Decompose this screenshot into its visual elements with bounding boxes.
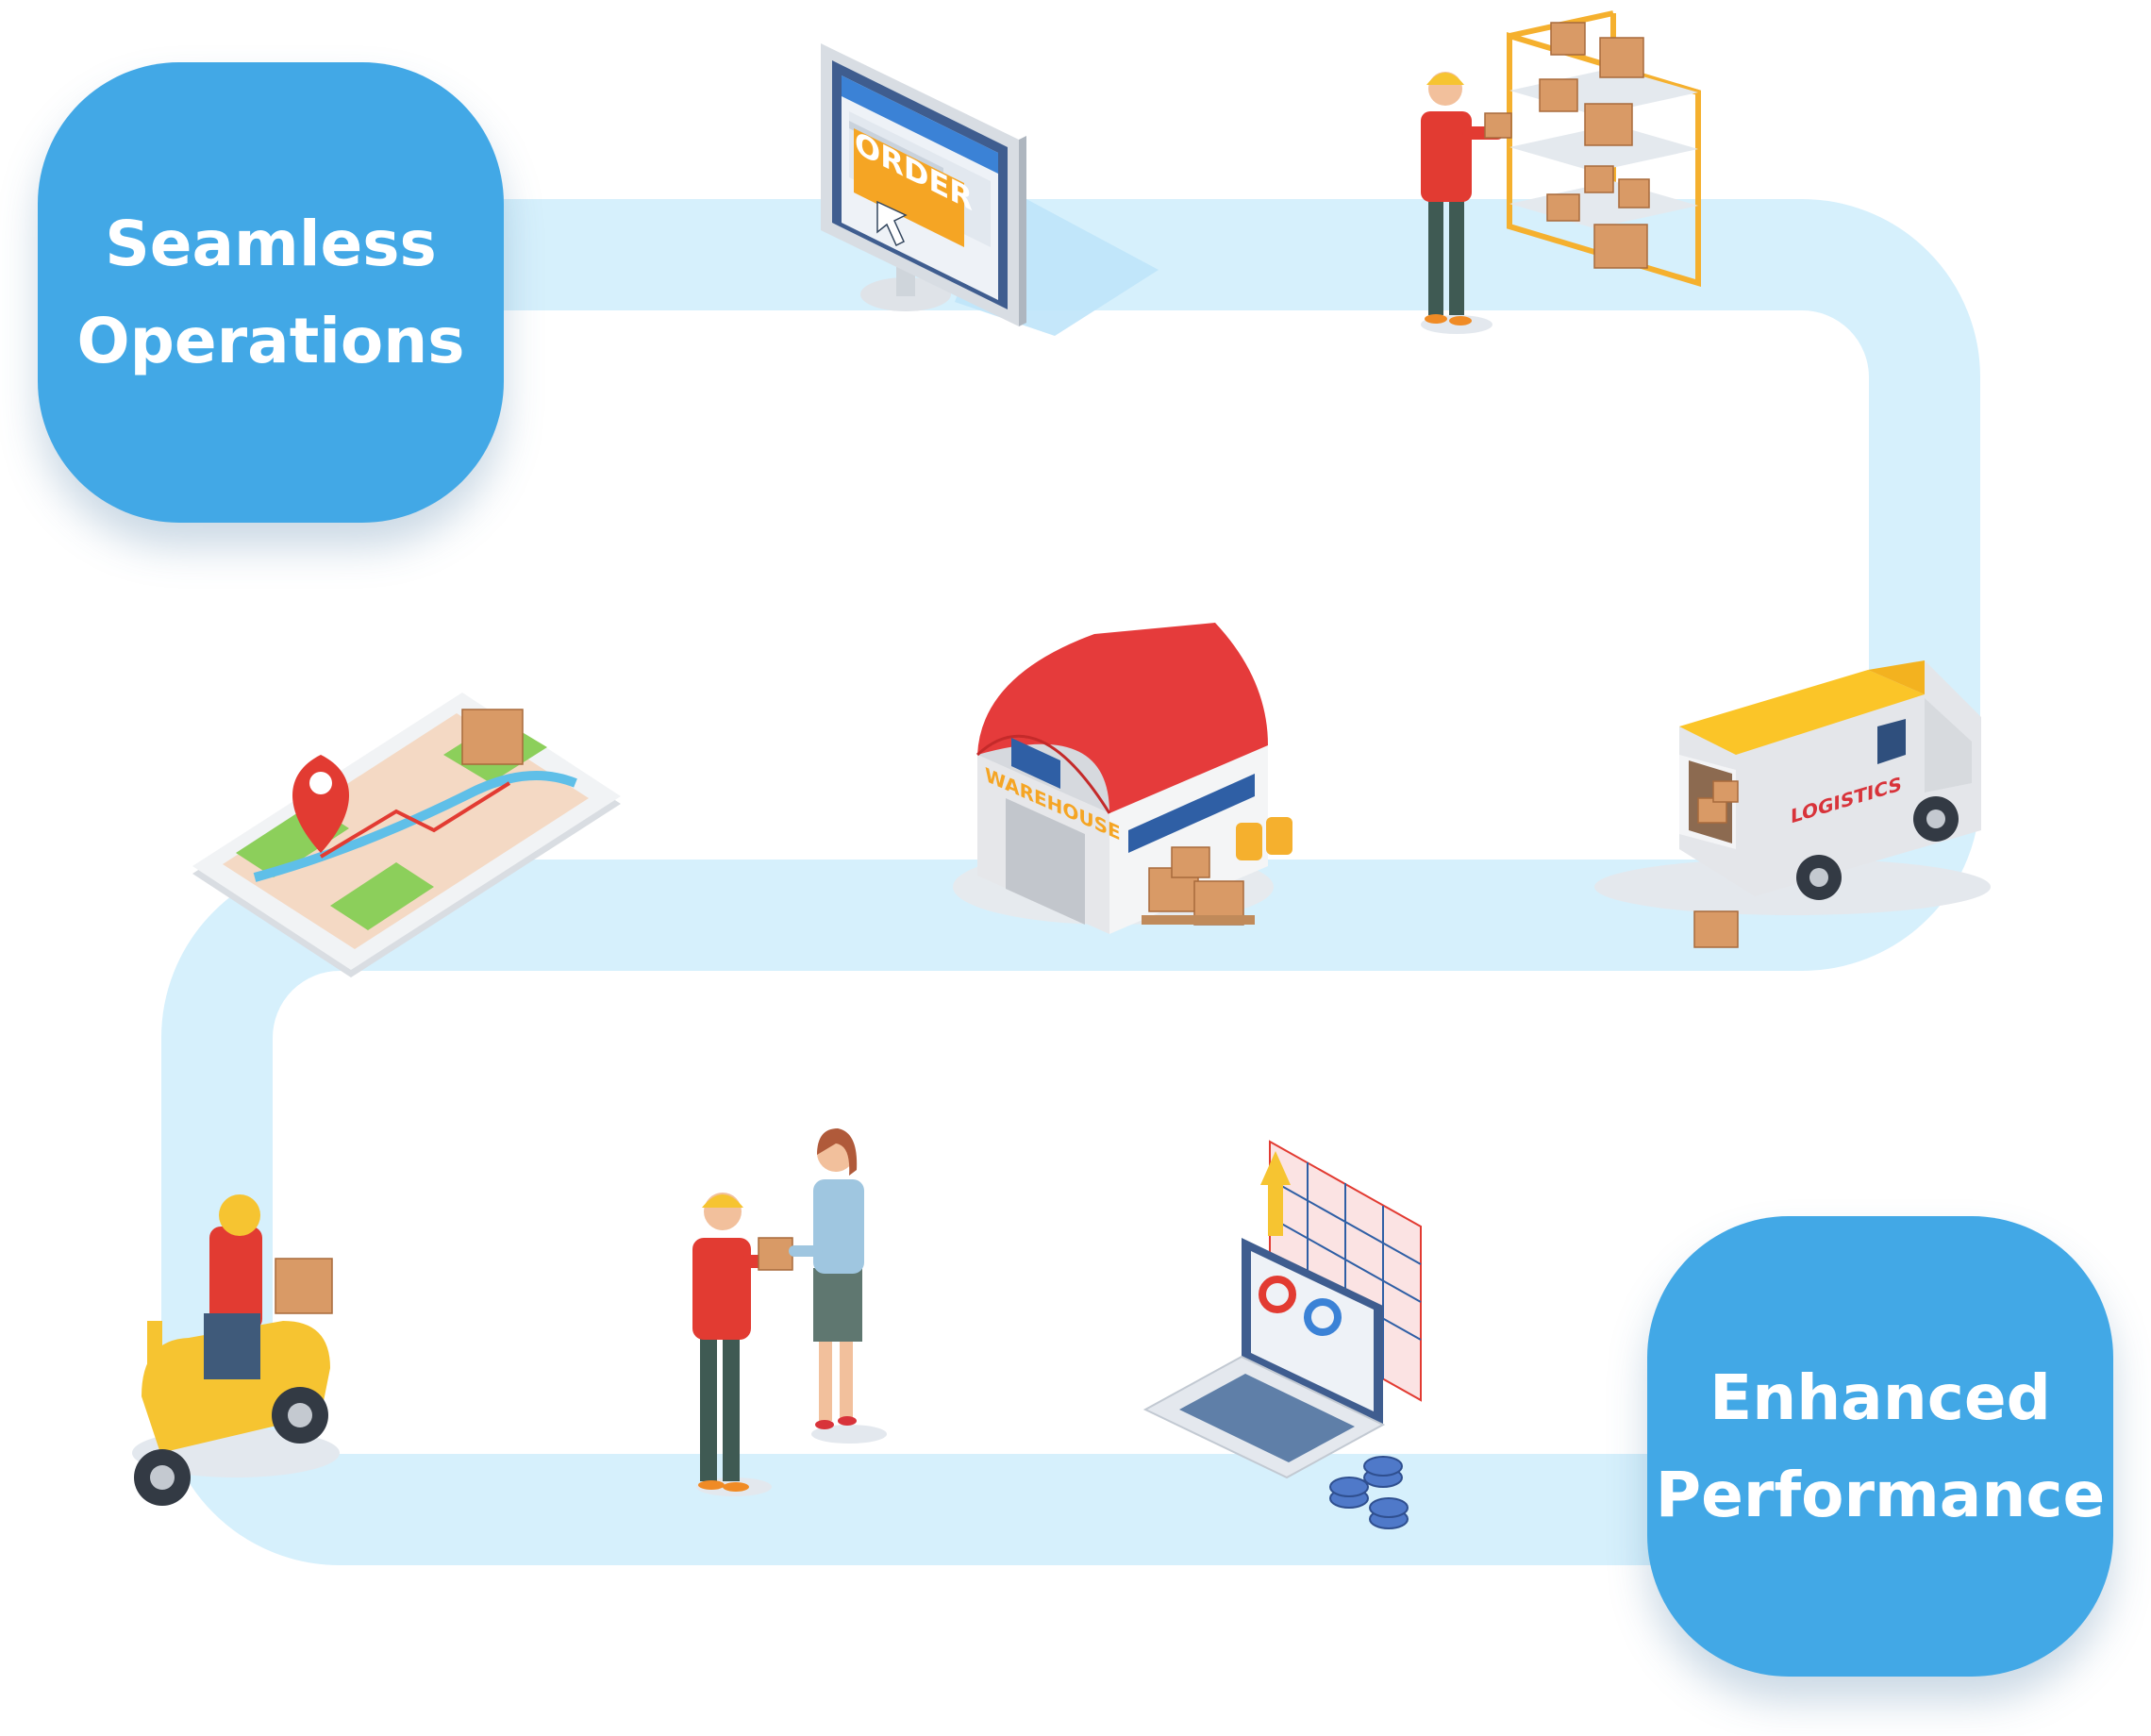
scooter-courier-icon bbox=[132, 1194, 340, 1506]
start-node-box: Seamless Operations bbox=[38, 62, 504, 523]
end-node-box: Enhanced Performance bbox=[1647, 1216, 2113, 1677]
warehouse-building-icon: WAREHOUSE bbox=[953, 623, 1292, 934]
package-handover-icon bbox=[692, 1128, 887, 1496]
delivery-truck-icon: LOGISTICS bbox=[1594, 660, 1991, 948]
end-node-label: Enhanced Performance bbox=[1655, 1361, 2106, 1531]
laptop-analytics-icon bbox=[1142, 1140, 1422, 1529]
warehouse-worker-shelf-icon bbox=[1421, 10, 1701, 334]
phone-map-tracking-icon bbox=[192, 693, 621, 977]
computer-order-icon: ORDER bbox=[821, 43, 1159, 336]
start-node-label: Seamless Operations bbox=[76, 208, 465, 377]
